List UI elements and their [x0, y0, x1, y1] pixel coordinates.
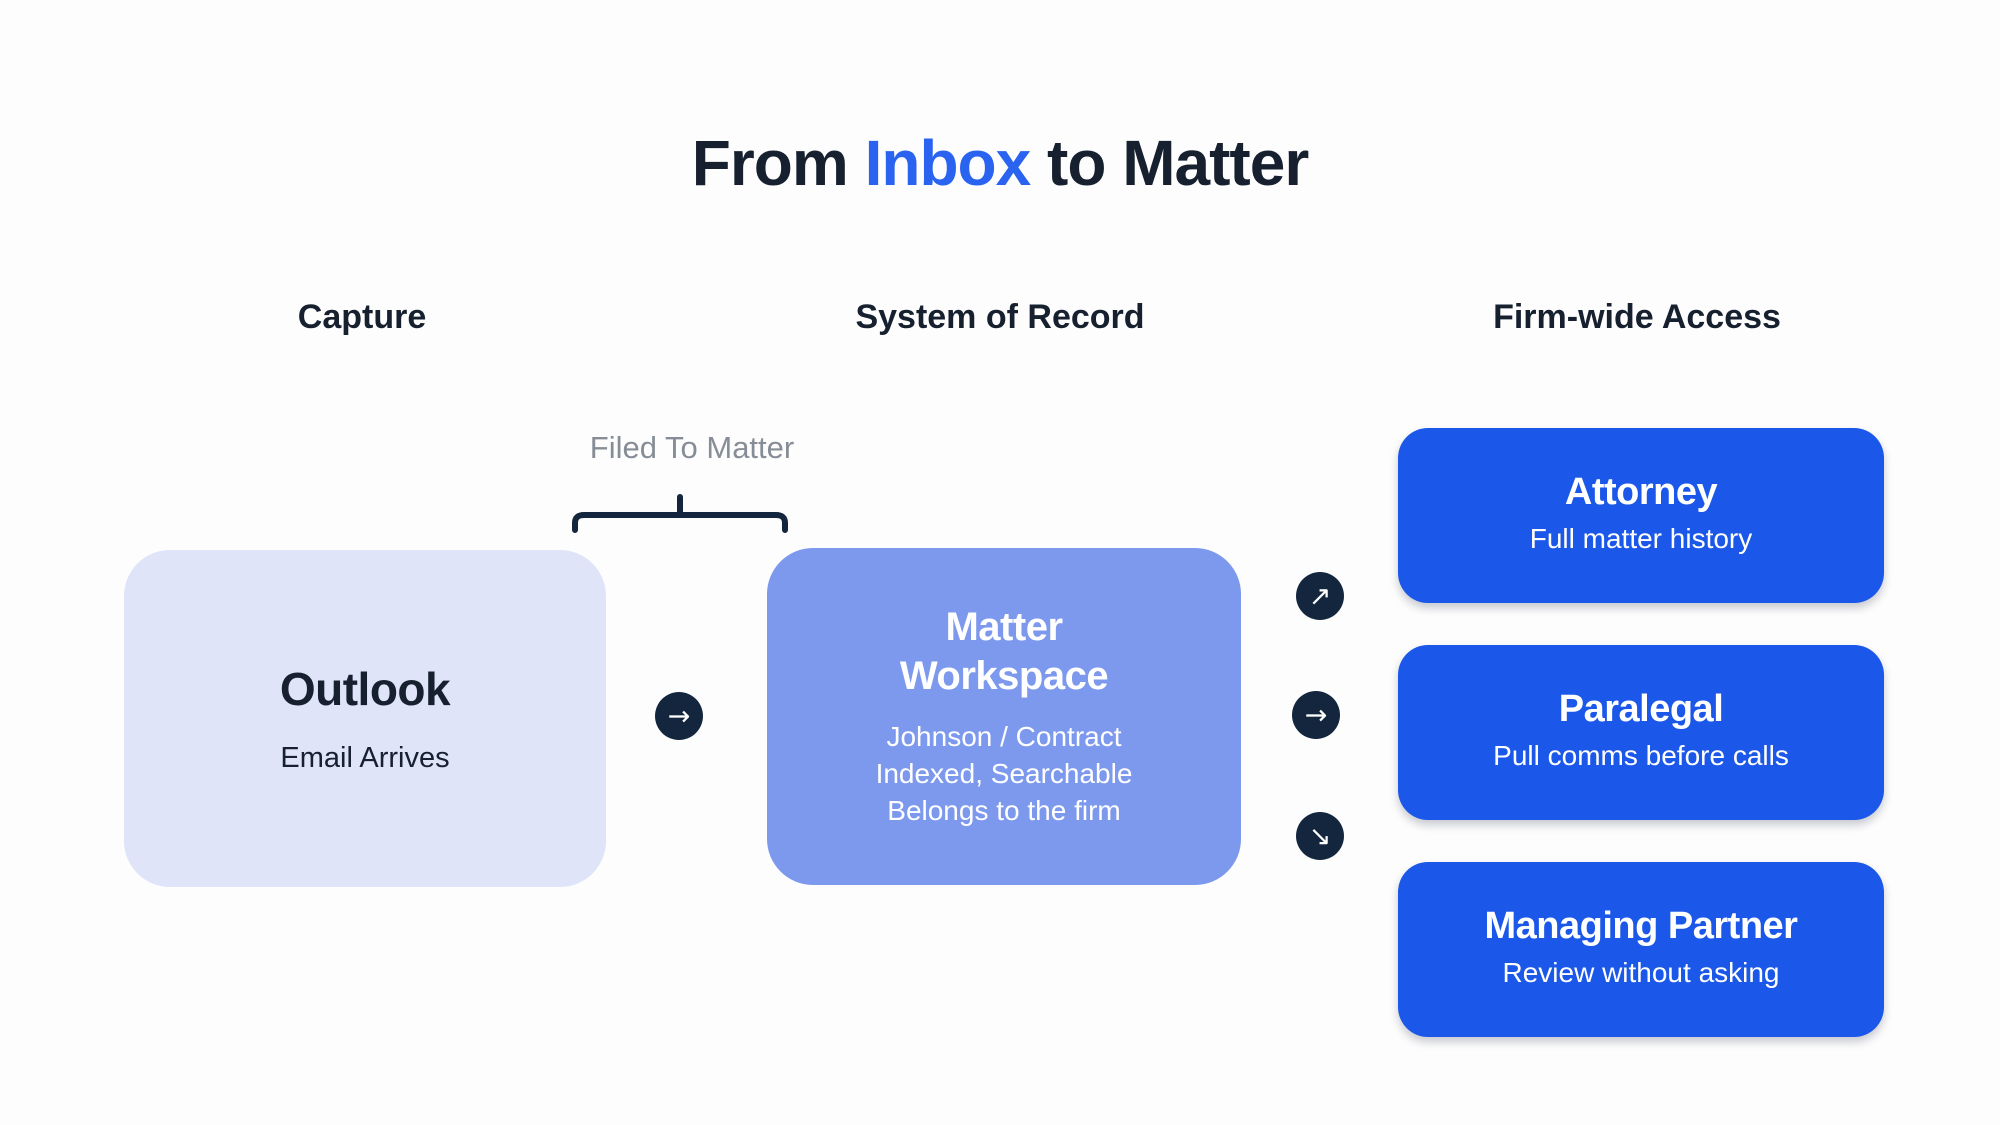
arrow-right-glyph: → — [1304, 699, 1328, 731]
managing-partner-card-subtitle: Review without asking — [1502, 956, 1780, 988]
attorney-card-title: Attorney — [1564, 470, 1718, 513]
arrow-down-right-glyph: ↘ — [1308, 820, 1332, 852]
column-header-capture: Capture — [297, 298, 427, 336]
title-suffix: to Matter — [1030, 127, 1309, 199]
matter-workspace-card: Matter Workspace Johnson / Contract Inde… — [767, 548, 1241, 885]
column-header-system-of-record: System of Record — [855, 298, 1145, 336]
page-title: From Inbox to Matter — [0, 126, 2000, 200]
arrow-up-right-icon: ↗ — [1296, 572, 1344, 620]
matter-workspace-line: Belongs to the firm — [887, 794, 1121, 826]
filed-to-matter-label: Filed To Matter — [589, 430, 795, 465]
outlook-card-title: Outlook — [279, 663, 451, 715]
arrow-right-icon: → — [655, 692, 703, 740]
arrow-right-icon: → — [1292, 691, 1340, 739]
matter-workspace-line: Indexed, Searchable — [875, 757, 1133, 789]
title-prefix: From — [691, 127, 865, 199]
paralegal-card-subtitle: Pull comms before calls — [1493, 739, 1789, 771]
column-header-firm-wide-access: Firm-wide Access — [1493, 298, 1781, 336]
arrow-right-glyph: → — [667, 700, 691, 732]
matter-workspace-line: Johnson / Contract — [886, 720, 1122, 752]
paralegal-card-title: Paralegal — [1558, 687, 1724, 730]
managing-partner-card-title: Managing Partner — [1484, 904, 1798, 947]
managing-partner-card: Managing Partner Review without asking — [1398, 862, 1884, 1037]
arrow-up-right-glyph: ↗ — [1308, 580, 1332, 612]
title-highlight: Inbox — [864, 127, 1032, 199]
outlook-card-subtitle: Email Arrives — [280, 742, 450, 774]
attorney-card: Attorney Full matter history — [1398, 428, 1884, 603]
paralegal-card: Paralegal Pull comms before calls — [1398, 645, 1884, 820]
matter-workspace-title: Matter Workspace — [899, 605, 1109, 699]
arrow-down-right-icon: ↘ — [1296, 812, 1344, 860]
brace-bracket-icon — [571, 493, 789, 533]
attorney-card-subtitle: Full matter history — [1529, 522, 1753, 554]
outlook-card: Outlook Email Arrives — [124, 550, 606, 887]
